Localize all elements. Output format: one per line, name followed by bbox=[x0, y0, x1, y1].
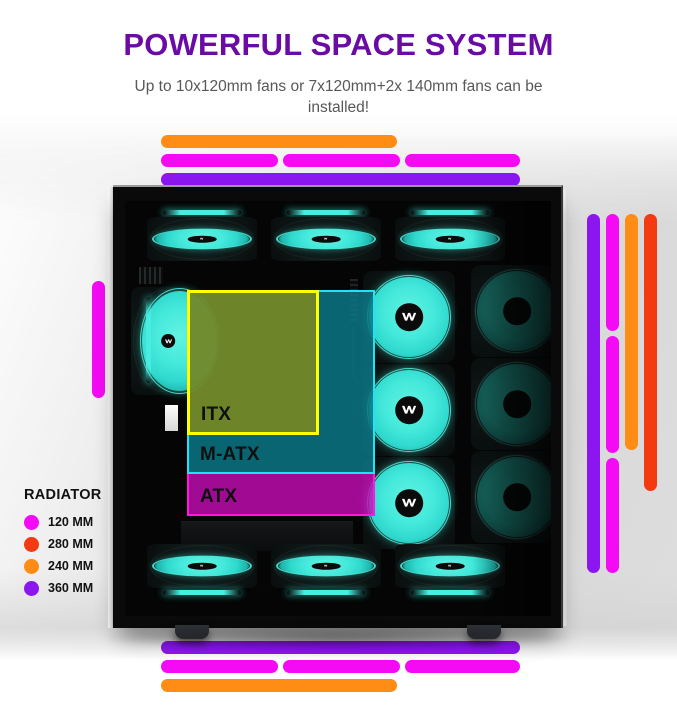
w-logo-icon bbox=[200, 238, 204, 240]
legend-item: 240 MM bbox=[24, 555, 139, 577]
radiator-bar-bottom bbox=[161, 660, 278, 673]
radiator-bar-right bbox=[606, 458, 619, 573]
fan-hub bbox=[503, 297, 531, 325]
top-fan-glow-strip bbox=[163, 210, 241, 215]
radiator-bar-top bbox=[161, 173, 520, 186]
case-shell: ATX M-ATX ITX bbox=[113, 185, 563, 628]
w-logo-icon bbox=[402, 499, 417, 507]
bottom-fan-glow-strip bbox=[287, 590, 365, 595]
radiator-bar-right bbox=[587, 214, 600, 573]
fan-hub bbox=[435, 562, 465, 570]
case-foot bbox=[467, 625, 501, 639]
radiator-bar-bottom bbox=[405, 660, 520, 673]
case-drop-shadow bbox=[108, 624, 570, 650]
front-fan bbox=[363, 457, 455, 549]
bottom-fan bbox=[395, 544, 505, 588]
form-factor-itx: ITX bbox=[187, 290, 319, 435]
legend: RADIATOR 120 MM 280 MM 240 MM 360 MM bbox=[24, 487, 139, 599]
form-factor-atx: ATX bbox=[187, 472, 375, 516]
legend-item: 120 MM bbox=[24, 511, 139, 533]
bottom-fan-glow-strip bbox=[411, 590, 489, 595]
radiator-bar-right bbox=[606, 214, 619, 331]
form-factor-atx-label: ATX bbox=[200, 486, 238, 507]
top-fan-glow-strip bbox=[411, 210, 489, 215]
fan-hub bbox=[311, 562, 341, 570]
fan-hub bbox=[161, 333, 175, 349]
radiator-bar-top bbox=[405, 154, 520, 167]
w-logo-icon bbox=[402, 313, 417, 321]
fan-hub bbox=[435, 235, 465, 243]
fan-hub bbox=[395, 396, 423, 424]
legend-rows: 120 MM 280 MM 240 MM 360 MM bbox=[24, 511, 139, 599]
top-fan-glow-strip bbox=[287, 210, 365, 215]
w-logo-icon bbox=[324, 565, 328, 567]
legend-color-dot bbox=[24, 536, 39, 552]
top-fan bbox=[271, 217, 381, 261]
front-fan bbox=[363, 271, 455, 363]
legend-color-dot bbox=[24, 514, 39, 530]
w-logo-icon bbox=[448, 238, 452, 240]
radiator-bar-top bbox=[161, 154, 278, 167]
fan-hub bbox=[187, 235, 217, 243]
radiator-bar-right bbox=[644, 214, 657, 491]
legend-title: RADIATOR bbox=[24, 487, 102, 503]
legend-item-label: 280 MM bbox=[48, 537, 94, 551]
io-tab bbox=[165, 405, 178, 431]
legend-item-label: 120 MM bbox=[48, 515, 94, 529]
radiator-bar-left bbox=[92, 281, 105, 398]
fan-hub bbox=[311, 235, 341, 243]
form-factor-matx-label: M-ATX bbox=[200, 444, 260, 465]
radiator-bar-right bbox=[606, 336, 619, 453]
page-subtitle: Up to 10x120mm fans or 7x120mm+2x 140mm … bbox=[134, 78, 543, 116]
radiator-bar-top bbox=[283, 154, 400, 167]
legend-item-label: 240 MM bbox=[48, 559, 94, 573]
radiator-bar-bottom bbox=[161, 679, 397, 692]
rear-vent-grille bbox=[139, 267, 163, 284]
case-left-edge bbox=[108, 187, 114, 628]
front-fan-behind-glass bbox=[471, 265, 551, 357]
case-right-edge bbox=[562, 189, 567, 626]
legend-color-dot bbox=[24, 558, 39, 574]
legend-item-label: 360 MM bbox=[48, 581, 94, 595]
rear-fan bbox=[131, 287, 220, 395]
top-fan bbox=[395, 217, 505, 261]
pc-case: ATX M-ATX ITX bbox=[108, 185, 567, 639]
fan-hub bbox=[395, 489, 423, 517]
form-factor-itx-label: ITX bbox=[201, 404, 232, 425]
w-logo-icon bbox=[324, 238, 328, 240]
w-logo-icon bbox=[164, 339, 172, 343]
case-interior: ATX M-ATX ITX bbox=[125, 201, 551, 616]
top-fan bbox=[147, 217, 257, 261]
front-fan-behind-glass bbox=[471, 451, 551, 543]
rear-fan-glow-strip bbox=[146, 297, 151, 383]
fan-hub bbox=[503, 390, 531, 418]
legend-item: 360 MM bbox=[24, 577, 139, 599]
page-title: POWERFUL SPACE SYSTEM bbox=[123, 27, 554, 62]
fan-hub bbox=[187, 562, 217, 570]
fan-hub bbox=[503, 483, 531, 511]
radiator-bar-bottom bbox=[161, 641, 520, 654]
fan-hub bbox=[395, 303, 423, 331]
legend-item: 280 MM bbox=[24, 533, 139, 555]
w-logo-icon bbox=[402, 406, 417, 414]
radiator-bar-bottom bbox=[283, 660, 400, 673]
front-fan bbox=[363, 364, 455, 456]
bottom-fan bbox=[271, 544, 381, 588]
case-foot bbox=[175, 625, 209, 639]
w-logo-icon bbox=[200, 565, 204, 567]
bottom-fan bbox=[147, 544, 257, 588]
front-fan-behind-glass bbox=[471, 358, 551, 450]
bottom-fan-glow-strip bbox=[163, 590, 241, 595]
radiator-bar-right bbox=[625, 214, 638, 450]
w-logo-icon bbox=[448, 565, 452, 567]
radiator-bar-top bbox=[161, 135, 397, 148]
legend-color-dot bbox=[24, 580, 39, 596]
